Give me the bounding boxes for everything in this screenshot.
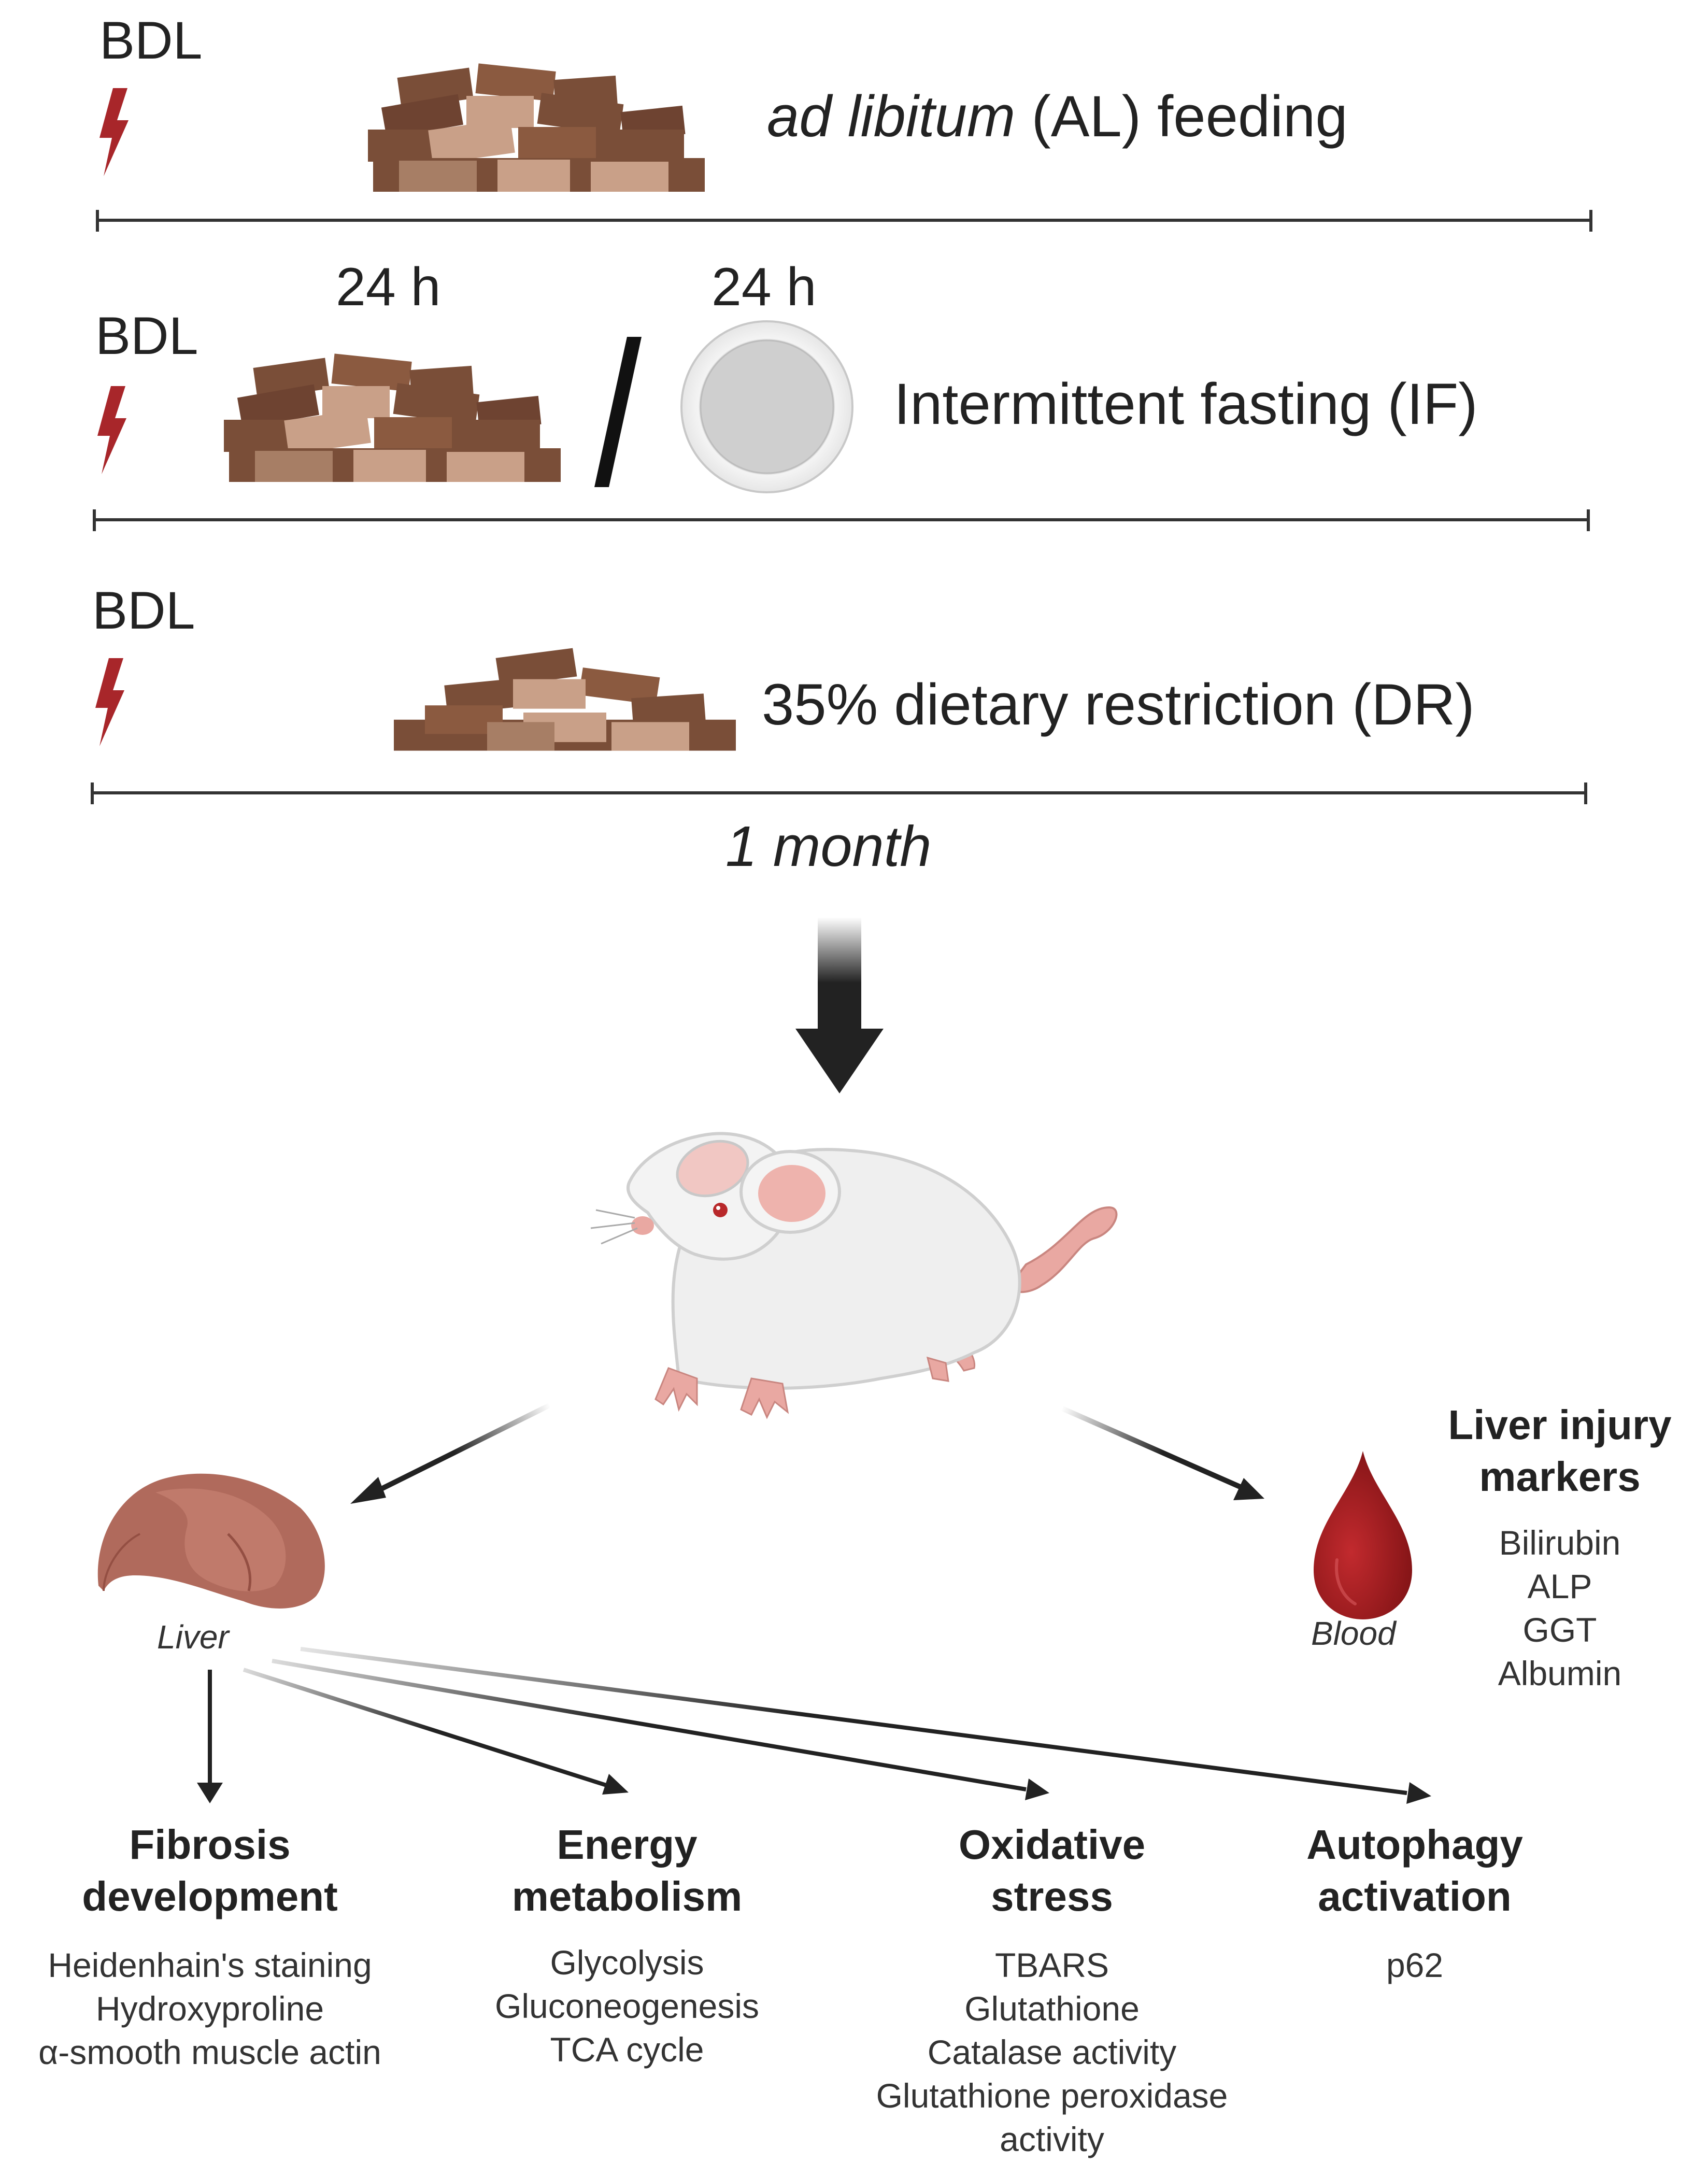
blood-panel-title: Liver injury markers	[1430, 1399, 1689, 1503]
panel-item: Gluconeogenesis	[494, 1987, 760, 2025]
row1-feeding-label: ad libitum (AL) feeding	[767, 83, 1348, 150]
lightning-icon	[97, 386, 126, 474]
panel-item: TCA cycle	[550, 2030, 704, 2069]
fibrosis-panel-items: Heidenhain's staining Hydroxyproline α-s…	[3, 1943, 417, 2074]
row2-fast-period: 24 h	[711, 257, 817, 317]
panel-item: Glutathione peroxidase	[876, 2076, 1228, 2115]
chow-pellets-icon	[224, 353, 561, 482]
panel-title-line: development	[82, 1873, 338, 1919]
energy-panel-items: Glycolysis Gluconeogenesis TCA cycle	[472, 1941, 782, 2071]
panel-item: Catalase activity	[927, 2033, 1177, 2071]
plate-icon	[680, 320, 853, 493]
panel-item: α-smooth muscle actin	[38, 2033, 381, 2071]
panel-title-line: activation	[1318, 1873, 1512, 1919]
chow-pellets-icon	[368, 63, 705, 192]
blood-marker: GGT	[1522, 1611, 1597, 1649]
panel-title-line: Oxidative	[958, 1822, 1146, 1868]
row1-feeding-rest: (AL) feeding	[1015, 84, 1348, 149]
liver-label: Liver	[157, 1618, 229, 1656]
row3-feeding-label: 35% dietary restriction (DR)	[762, 672, 1475, 737]
blood-marker: Bilirubin	[1499, 1524, 1621, 1562]
panel-title-line: Energy	[557, 1822, 698, 1868]
panel-item: Glycolysis	[550, 1943, 704, 1982]
duration-label: 1 month	[725, 815, 932, 878]
oxidative-panel-title: Oxidative stress	[896, 1819, 1207, 1923]
oxidative-panel-items: TBARS Glutathione Catalase activity Glut…	[845, 1943, 1259, 2161]
row2-bdl-label: BDL	[95, 306, 198, 365]
row1-feeding-italic: ad libitum	[767, 84, 1016, 149]
row2-feeding-label: Intermittent fasting (IF)	[894, 372, 1478, 436]
lightning-icon	[95, 658, 124, 746]
blood-marker: Albumin	[1498, 1654, 1622, 1692]
panel-item: TBARS	[994, 1946, 1109, 1984]
panel-item: Glutathione	[964, 1989, 1140, 2028]
panel-title-line: metabolism	[511, 1873, 743, 1919]
blood-panel-title-line: markers	[1479, 1454, 1641, 1500]
row3-bdl-label: BDL	[92, 581, 195, 640]
big-down-arrow	[795, 917, 884, 1093]
panel-title-line: stress	[991, 1873, 1113, 1919]
panel-item: activity	[1000, 2120, 1104, 2158]
chow-pellets-icon	[394, 648, 736, 751]
energy-panel-title: Energy metabolism	[472, 1819, 782, 1923]
blood-label: Blood	[1311, 1615, 1396, 1652]
rat-icon	[590, 1132, 1118, 1419]
autophagy-panel-title: Autophagy activation	[1259, 1819, 1570, 1923]
blood-marker: ALP	[1527, 1567, 1592, 1605]
row2-fed-period: 24 h	[336, 257, 441, 317]
blood-panel-title-line: Liver injury	[1448, 1402, 1672, 1448]
panel-title-line: Fibrosis	[129, 1822, 291, 1868]
panel-title-line: Autophagy	[1306, 1822, 1523, 1868]
liver-icon	[97, 1473, 325, 1609]
row1-bdl-label: BDL	[99, 11, 203, 70]
autophagy-panel-items: p62	[1311, 1943, 1518, 1987]
panel-item: Hydroxyproline	[95, 1989, 324, 2028]
lightning-icon	[99, 88, 129, 176]
panel-item: p62	[1386, 1946, 1444, 1984]
panel-item: Heidenhain's staining	[48, 1946, 372, 1984]
fibrosis-panel-title: Fibrosis development	[54, 1819, 365, 1923]
blood-drop-icon	[1314, 1451, 1412, 1619]
blood-panel-items: Bilirubin ALP GGT Albumin	[1456, 1521, 1663, 1695]
slash	[594, 337, 642, 487]
